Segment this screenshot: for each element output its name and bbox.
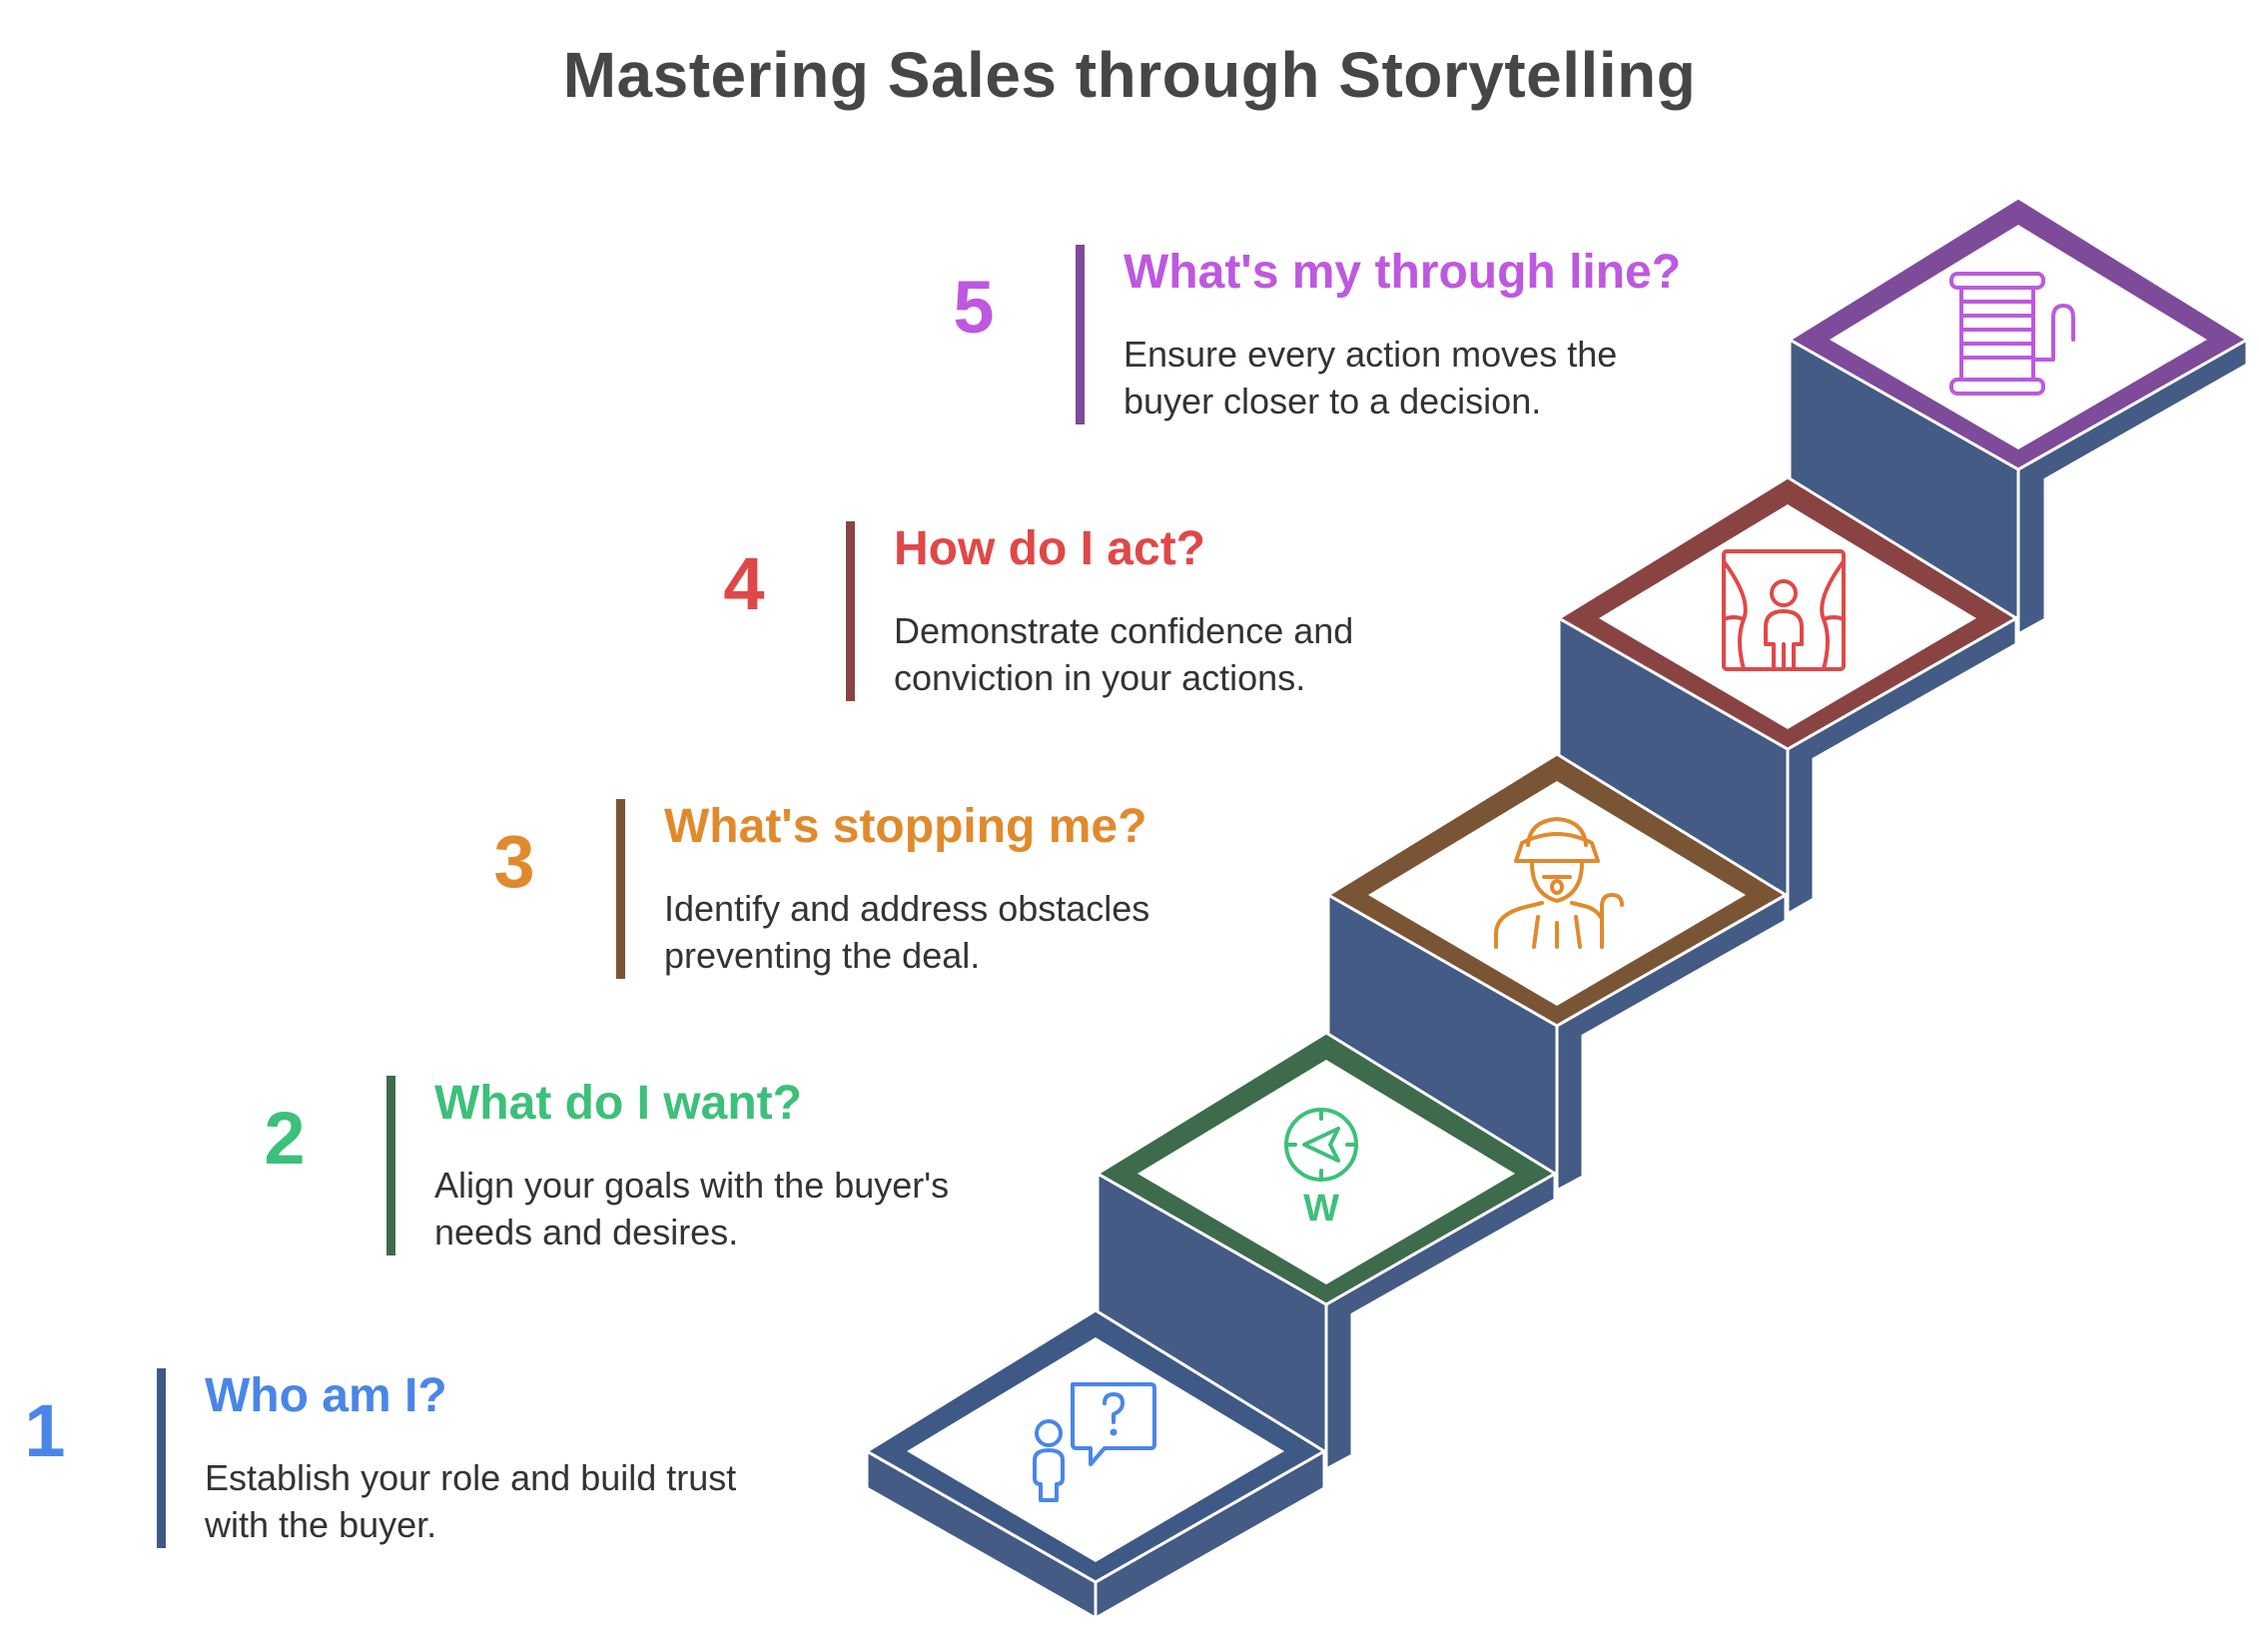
step-description: Ensure every action moves the buyer clos… bbox=[1124, 334, 1618, 421]
compass-label: W bbox=[1303, 1188, 1339, 1230]
stair-tread-inner bbox=[1137, 1060, 1515, 1284]
step-number: 1 bbox=[24, 1389, 66, 1472]
step-divider bbox=[1076, 245, 1085, 424]
theater-curtain-icon bbox=[1722, 549, 1846, 671]
compass-icon: W bbox=[1284, 1108, 1358, 1230]
step-divider bbox=[386, 1076, 395, 1255]
step-number: 3 bbox=[493, 820, 535, 903]
stair-tread-inner bbox=[907, 1337, 1284, 1562]
stair-step-5 bbox=[1787, 196, 2250, 637]
thread-spool-icon bbox=[1949, 272, 2075, 396]
page-title: Mastering Sales through Storytelling bbox=[562, 39, 1697, 111]
stair-tread-inner bbox=[1830, 225, 2207, 449]
step-divider bbox=[157, 1368, 166, 1548]
step-heading: What's my through line? bbox=[1124, 246, 1682, 299]
step-description: Establish your role and build trust with… bbox=[205, 1457, 737, 1545]
step-number: 4 bbox=[723, 542, 765, 625]
step-divider bbox=[846, 521, 855, 701]
person-question-icon bbox=[1033, 1382, 1156, 1502]
step-heading: What do I want? bbox=[434, 1077, 802, 1130]
step-description: Demonstrate confidence and conviction in… bbox=[894, 610, 1354, 698]
step-2: 2 What do I want? Align your goals with … bbox=[230, 1076, 1029, 1255]
step-heading: Who am I? bbox=[205, 1369, 447, 1422]
step-heading: How do I act? bbox=[894, 522, 1205, 575]
step-5: 5 What's my through line? Ensure every a… bbox=[919, 245, 1718, 424]
step-heading: What's stopping me? bbox=[664, 800, 1147, 853]
stair-step-2 bbox=[1095, 1031, 1558, 1472]
step-1: 1 Who am I? Establish your role and buil… bbox=[0, 1368, 799, 1548]
step-3: 3 What's stopping me? Identify and addre… bbox=[459, 799, 1258, 979]
step-number: 2 bbox=[264, 1097, 306, 1180]
stair-tread-inner bbox=[1599, 504, 1976, 729]
step-4: 4 How do I act? Demonstrate confidence a… bbox=[689, 521, 1488, 701]
stair-step-1 bbox=[864, 1308, 1327, 1621]
step-description: Identify and address obstacles preventin… bbox=[664, 888, 1150, 976]
old-man-icon bbox=[1494, 817, 1624, 949]
step-number: 5 bbox=[953, 266, 995, 349]
step-divider bbox=[616, 799, 625, 979]
step-description: Align your goals with the buyer's needs … bbox=[434, 1165, 950, 1252]
